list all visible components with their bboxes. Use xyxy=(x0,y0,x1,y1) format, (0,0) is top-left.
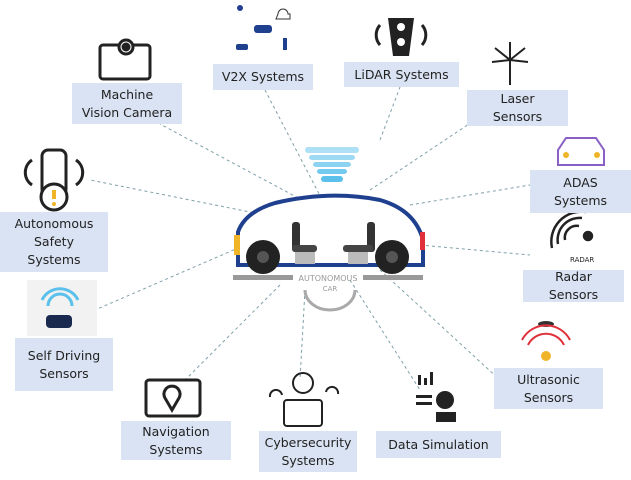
node-self-driving-sensors: Self Driving Sensors xyxy=(15,338,113,391)
node-v2x-systems: V2X Systems xyxy=(213,64,313,90)
laser-burst-icon xyxy=(491,42,529,85)
cybersecurity-person-icon xyxy=(268,372,340,427)
connector-line xyxy=(184,284,281,381)
connector-line xyxy=(379,269,501,381)
car-safety-sensor-icon xyxy=(23,148,85,212)
map-pin-icon xyxy=(144,378,202,418)
data-simulation-icon xyxy=(416,372,456,422)
node-autonomous-safety-systems: Autonomous Safety Systems xyxy=(0,212,108,272)
node-lidar-systems: LiDAR Systems xyxy=(344,62,459,87)
connector-line xyxy=(94,244,246,311)
monitor-eye-icon xyxy=(98,38,152,81)
connector-line xyxy=(349,279,421,391)
node-laser-sensors: Laser Sensors xyxy=(467,90,568,126)
node-navigation-systems: Navigation Systems xyxy=(121,421,231,460)
lidar-icon xyxy=(374,18,428,56)
node-cybersecurity-systems: Cybersecurity Systems xyxy=(259,431,357,472)
radar-icon xyxy=(550,210,594,249)
center-label-top: AUTONOMOUS xyxy=(299,274,358,283)
center-label-bottom: CAR xyxy=(323,285,338,293)
car-front-icon xyxy=(557,137,605,166)
node-adas-systems: ADAS Systems xyxy=(530,170,631,213)
wifi-signal-icon xyxy=(305,147,359,182)
radar-icon-label: RADAR xyxy=(570,256,594,264)
connector-line xyxy=(419,244,531,256)
ultrasonic-icon xyxy=(521,321,571,361)
node-radar-sensors: Radar Sensors xyxy=(523,269,624,302)
node-data-simulation: Data Simulation xyxy=(376,431,501,458)
self-driving-wifi-icon xyxy=(27,280,97,336)
v2x-network-icon xyxy=(236,5,291,50)
node-ultrasonic-sensors: Ultrasonic Sensors xyxy=(494,368,603,409)
node-machine-vision-camera: Machine Vision Camera xyxy=(72,83,182,124)
connector-line xyxy=(299,289,306,381)
connector-line xyxy=(89,179,266,216)
connector-line xyxy=(409,184,531,206)
connector-line xyxy=(379,86,401,141)
car-illustration xyxy=(233,147,425,312)
